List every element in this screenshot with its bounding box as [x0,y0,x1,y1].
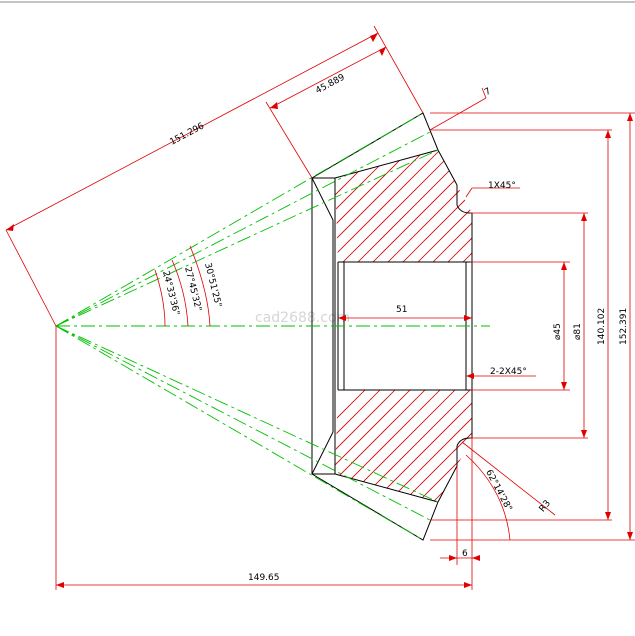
centerlines [55,112,490,541]
watermark-text: cad2688.com [255,310,350,326]
dim-hub-offset: 6 [462,549,468,559]
dimension-lines [5,25,635,590]
dim-angle-outer: 30°51'25" [202,262,223,309]
dim-tip-offset: 7 [483,87,493,99]
dim-cone-distance: 151.296 [168,121,206,147]
dim-bore-diameter: ⌀45 [553,323,563,340]
dim-mounting-distance: 149.65 [248,573,280,583]
dim-bore-length: 51 [396,305,407,315]
hatch-bottom [335,390,472,502]
dim-chamfer-bore: 2-2X45° [490,367,527,377]
dim-chamfer-top: 1X45° [488,181,516,191]
dim-hub-diameter: ⌀81 [573,323,583,340]
dim-pitch-diameter: 140.102 [597,308,607,345]
gear-outline [311,112,473,541]
hatch-top [335,150,472,262]
dim-angle-root: 24°33'36" [160,270,181,317]
arrowheads [6,33,633,588]
dim-back-angle: 62°14'28" [483,468,513,513]
dim-tip-diameter: 152.391 [619,308,629,345]
